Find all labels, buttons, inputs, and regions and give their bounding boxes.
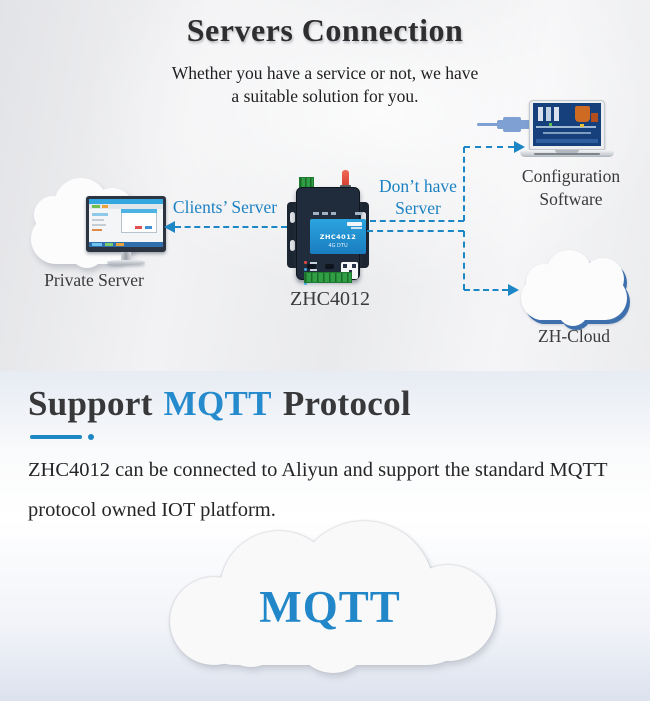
heading-underline-dot xyxy=(88,434,94,440)
mqtt-cloud-label: MQTT xyxy=(259,582,401,632)
dashed-line-vertical-up xyxy=(463,147,465,221)
serial-screw-left xyxy=(307,264,316,269)
device-front-panel: ZHC4012 4G DTU xyxy=(310,219,366,254)
brand-logo-tagline xyxy=(351,227,362,229)
device-body: ZHC4012 4G DTU xyxy=(296,187,366,285)
monitor-stand-foot xyxy=(107,260,145,265)
private-server-monitor-icon xyxy=(86,196,168,272)
zhc4012-device-icon: ZHC4012 4G DTU xyxy=(287,168,369,288)
device-variant-text: 4G DTU xyxy=(328,243,348,249)
arrowhead-to-private-server-icon xyxy=(164,221,175,233)
dashed-line-device-upper xyxy=(370,220,464,222)
configuration-software-label-line-2: Software xyxy=(539,189,603,209)
dont-have-server-label-line-1: Don’t have xyxy=(379,176,457,196)
serial-screw-right xyxy=(325,264,334,269)
dashed-line-to-laptop xyxy=(464,146,514,148)
bottom-terminal-block xyxy=(304,272,352,283)
laptop-keyboard-strip xyxy=(534,153,600,155)
led-com-icon xyxy=(304,268,307,271)
led-link-icon xyxy=(304,282,307,285)
arrowhead-to-laptop-icon xyxy=(514,141,525,153)
zh-cloud-icon xyxy=(518,248,630,328)
mqtt-heading-post: Protocol xyxy=(282,384,411,423)
device-model-text: ZHC4012 xyxy=(319,233,357,241)
port-labels xyxy=(313,212,363,216)
arrowhead-to-zh-cloud-icon xyxy=(508,284,519,296)
laptop-notch xyxy=(555,150,579,153)
antenna-icon xyxy=(342,170,349,187)
private-server-label: Private Server xyxy=(44,270,144,290)
mqtt-cloud-icon: MQTT xyxy=(162,521,498,673)
brand-logo xyxy=(347,222,362,226)
section-subtitle-line-2: a suitable solution for you. xyxy=(231,86,419,106)
configuration-laptop-icon xyxy=(520,100,614,160)
dashed-line-device-lower xyxy=(367,230,464,232)
monitor-bezel xyxy=(86,196,166,252)
dont-have-server-label-line-2: Server xyxy=(395,198,441,218)
mqtt-heading-highlight: MQTT xyxy=(163,384,272,423)
mqtt-heading-pre: Support xyxy=(28,384,153,423)
clients-server-label: Clients’ Server xyxy=(172,197,278,217)
dashed-line-vertical-down xyxy=(463,231,465,290)
section-subtitle-line-1: Whether you have a service or not, we ha… xyxy=(171,63,479,83)
mqtt-body-line-1: ZHC4012 can be connected to Aliyun and s… xyxy=(28,459,608,481)
monitor-screen xyxy=(89,199,163,247)
monitor-stand-neck xyxy=(121,252,131,260)
section-servers-connection: Servers Connection Whether you have a se… xyxy=(0,0,650,371)
device-label: ZHC4012 xyxy=(290,288,370,310)
mqtt-heading: Support MQTT Protocol xyxy=(28,384,411,424)
led-pwr-icon xyxy=(304,261,307,264)
dashed-line-clients-server xyxy=(175,226,287,228)
zh-cloud-label: ZH-Cloud xyxy=(538,326,610,346)
laptop-scada-display xyxy=(533,103,601,146)
heading-underline xyxy=(30,435,82,439)
section-title: Servers Connection xyxy=(186,12,464,48)
configuration-software-label-line-1: Configuration xyxy=(521,166,621,186)
dashed-line-to-zh-cloud xyxy=(464,289,508,291)
mqtt-body-line-2: protocol owned IOT platform. xyxy=(28,499,276,521)
